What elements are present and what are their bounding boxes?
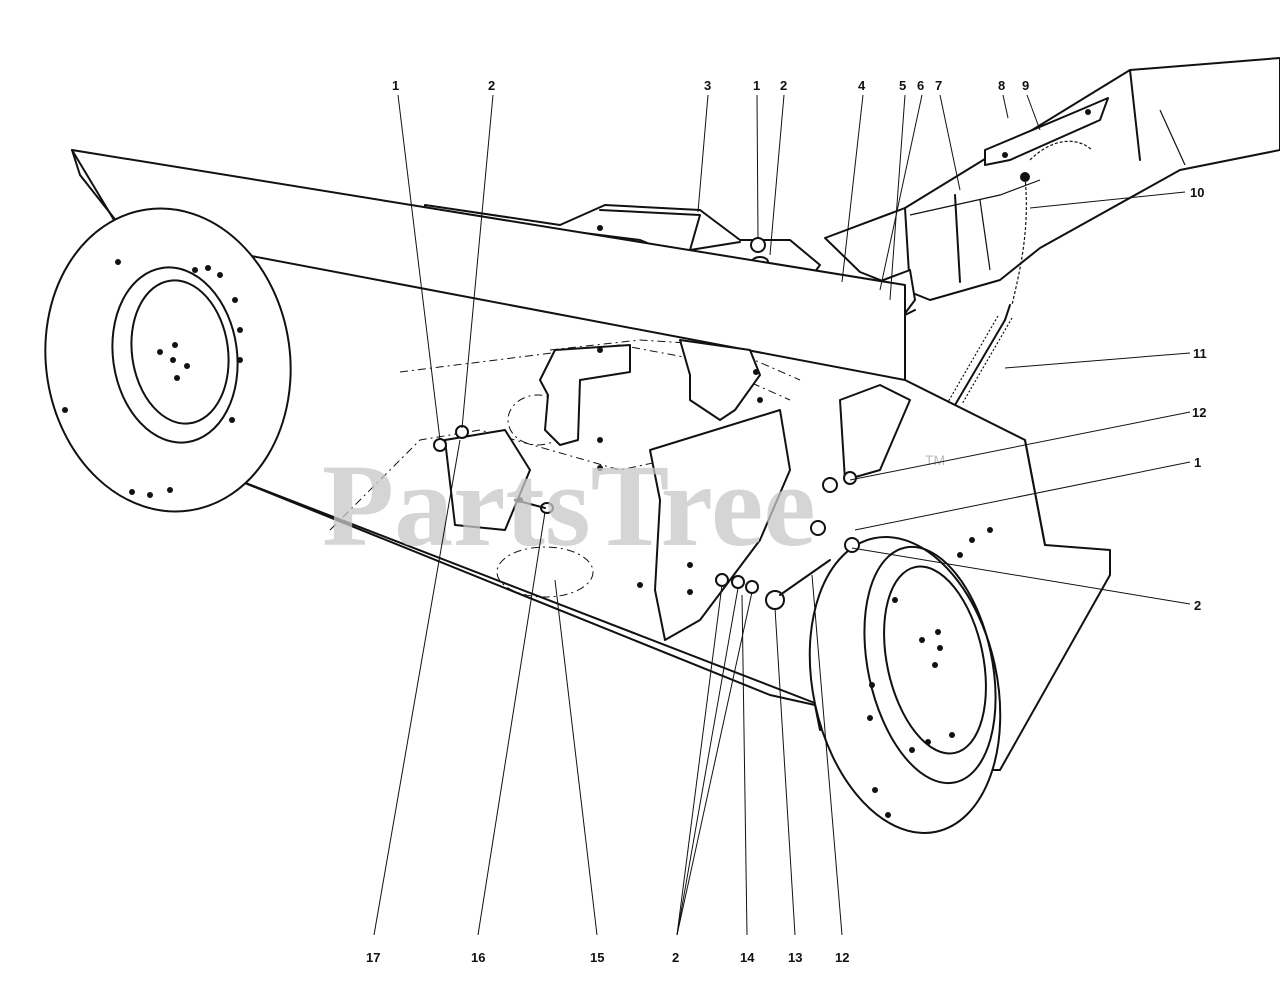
right-end-plate bbox=[808, 527, 1002, 834]
chain bbox=[1011, 140, 1093, 306]
callout-6: 6 bbox=[917, 78, 924, 93]
callout-4: 4 bbox=[858, 78, 866, 93]
callout-5: 5 bbox=[899, 78, 906, 93]
watermark-text: PartsTree bbox=[322, 440, 816, 571]
callout-12: 12 bbox=[1192, 405, 1206, 420]
watermark-trademark: TM bbox=[925, 452, 945, 468]
callout-3: 3 bbox=[704, 78, 711, 93]
callout-14: 14 bbox=[740, 950, 755, 965]
callout-12: 12 bbox=[835, 950, 849, 965]
tractor-frame bbox=[824, 57, 1280, 301]
callout-labels: 1 2 3 1 2 4 5 6 7 8 9 10 11 12 1 2 17 16… bbox=[366, 78, 1207, 965]
callout-9: 9 bbox=[1022, 78, 1029, 93]
mounting-brackets bbox=[329, 339, 911, 641]
callout-1: 1 bbox=[392, 78, 399, 93]
leader-lines bbox=[373, 94, 1191, 936]
callout-16: 16 bbox=[471, 950, 485, 965]
callout-10: 10 bbox=[1190, 185, 1204, 200]
callout-17: 17 bbox=[366, 950, 380, 965]
extension-spring bbox=[947, 304, 1013, 423]
callout-2: 2 bbox=[1194, 598, 1201, 613]
callout-11: 11 bbox=[1193, 346, 1207, 361]
callout-8: 8 bbox=[998, 78, 1005, 93]
callout-2: 2 bbox=[780, 78, 787, 93]
callout-7: 7 bbox=[935, 78, 942, 93]
callout-15: 15 bbox=[590, 950, 604, 965]
callout-2: 2 bbox=[672, 950, 679, 965]
callout-13: 13 bbox=[788, 950, 802, 965]
left-end-plate bbox=[44, 207, 292, 513]
callout-1: 1 bbox=[1194, 455, 1201, 470]
callout-2: 2 bbox=[488, 78, 495, 93]
callout-1: 1 bbox=[753, 78, 760, 93]
watermark: PartsTree TM bbox=[322, 440, 945, 571]
